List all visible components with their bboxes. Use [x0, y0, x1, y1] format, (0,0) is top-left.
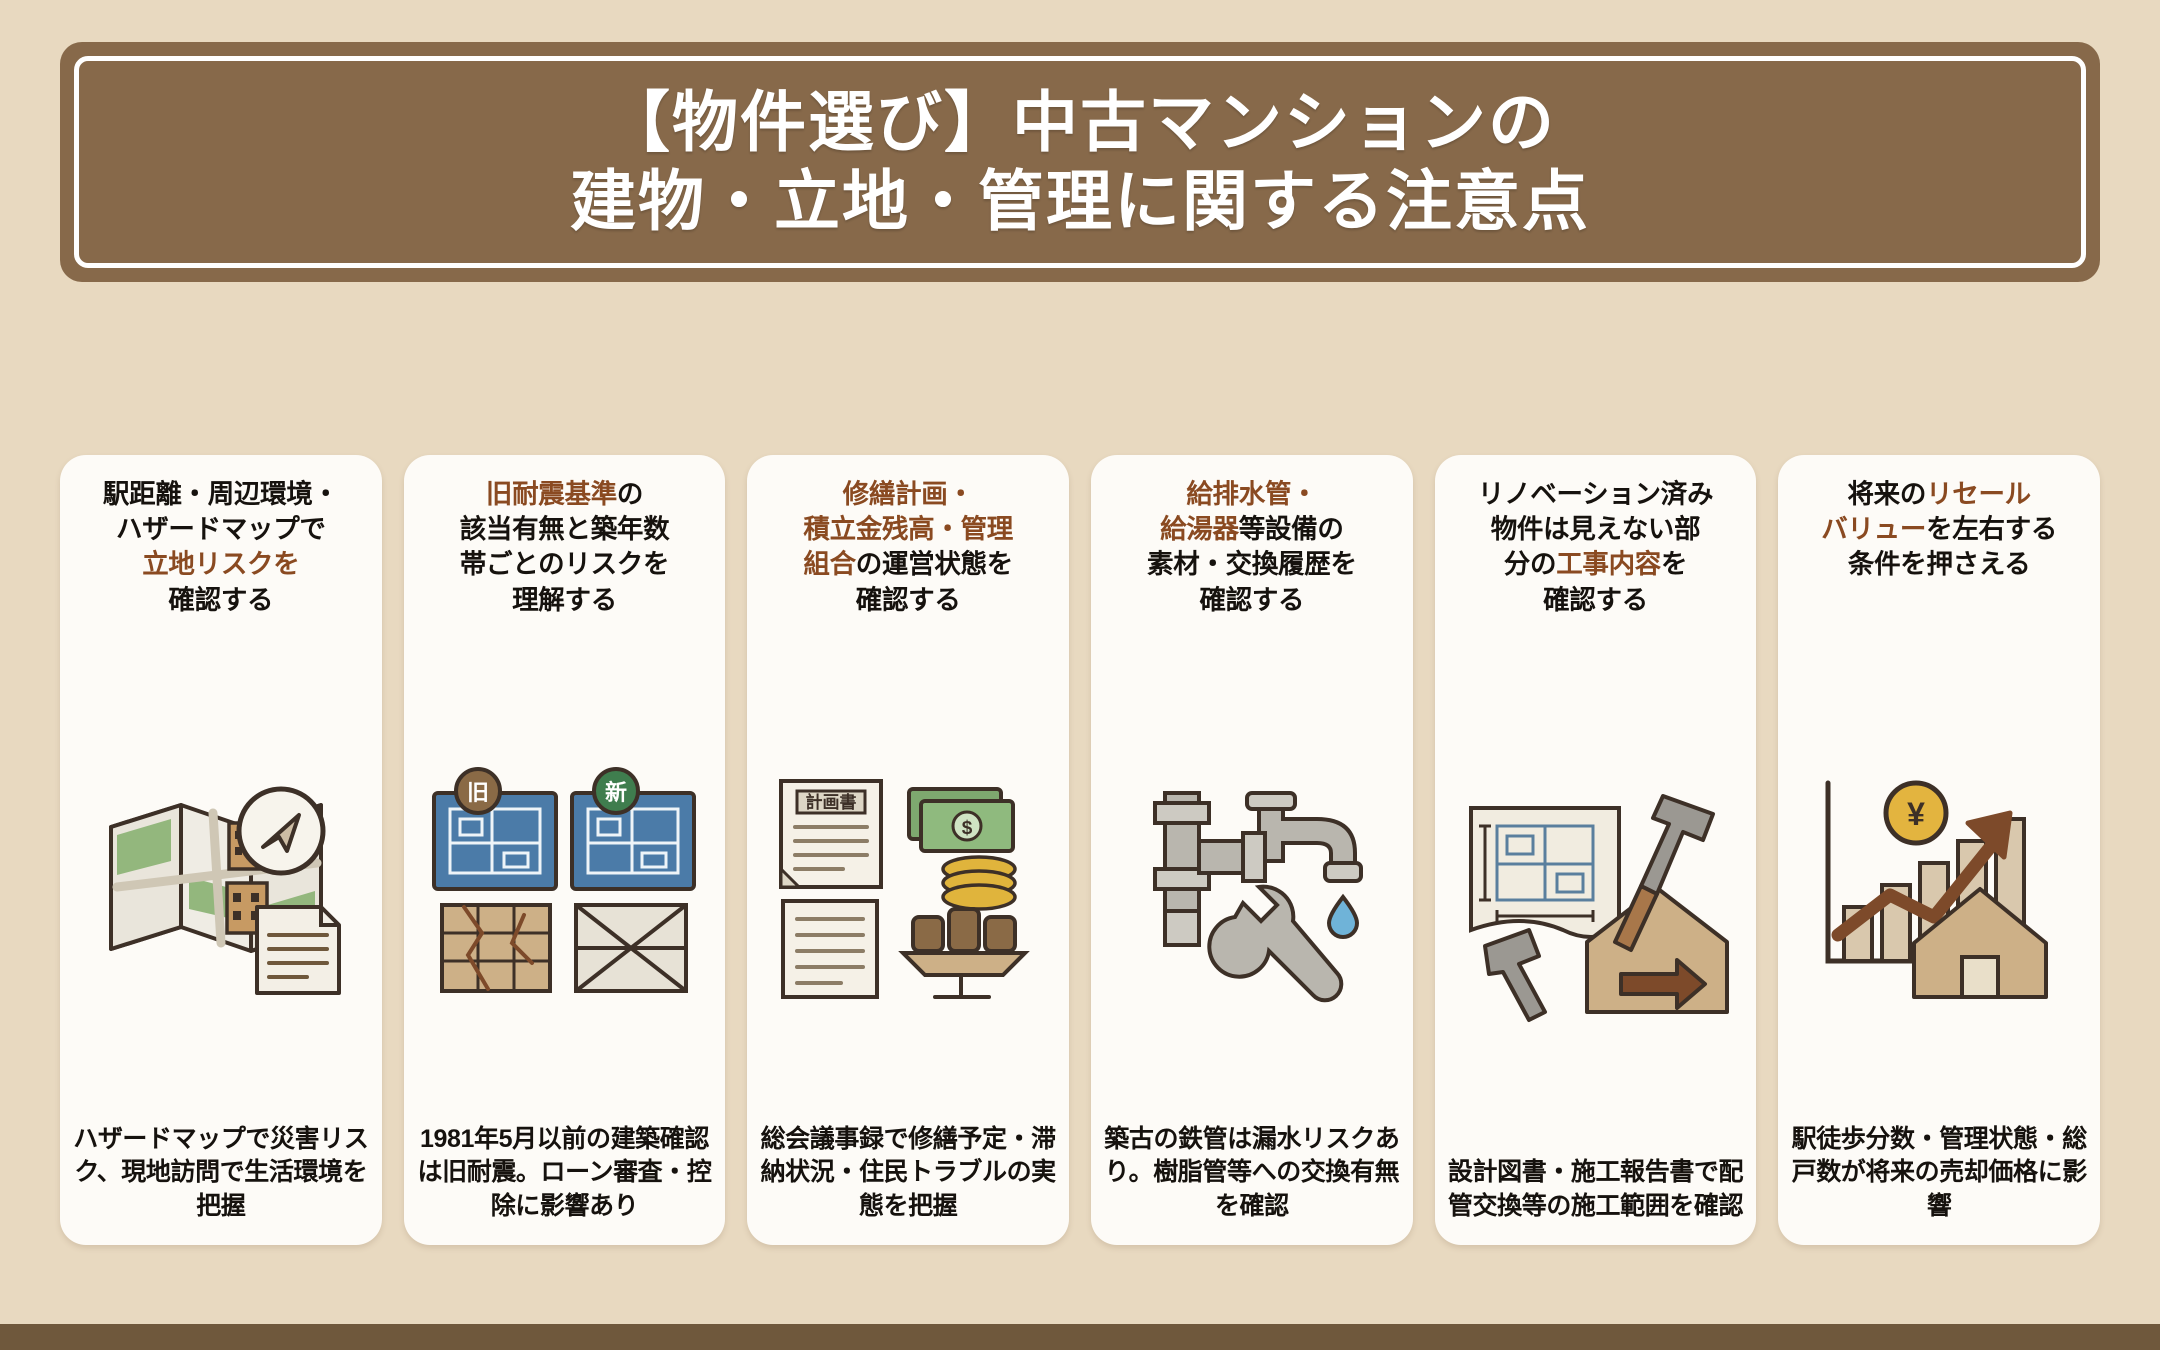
card-title-repair-plan: 修繕計画・ 積立金残高・管理 組合の運営状態を 確認する [803, 477, 1013, 637]
badge-dollar: $ [962, 818, 973, 839]
illustration-hazard-map [70, 637, 372, 1123]
title-plain: 分の [1503, 549, 1557, 580]
badge-old: 旧 [466, 780, 488, 805]
arrow-right-icon [1618, 957, 1707, 1010]
title-line: 将来のリセール [1821, 477, 2057, 512]
card-repair-plan[interactable]: 修繕計画・ 積立金残高・管理 組合の運営状態を 確認する 計画書 [747, 455, 1070, 1245]
title-line: 組合の運営状態を [803, 547, 1013, 582]
title-line: 条件を押さえる [1847, 549, 2031, 580]
illustration-renovation [1445, 637, 1747, 1156]
title-plain: を左右する [1926, 514, 2058, 545]
card-footer-repair-plan: 総会議事録で修繕予定・滞納状況・住民トラブルの実態を把握 [760, 1124, 1057, 1220]
title-line: 給湯器等設備の [1147, 512, 1357, 547]
cards-row: 駅距離・周辺環境・ ハザードマップで 立地リスクを 確認する [60, 455, 2101, 1245]
title-line: 分の工事内容を [1478, 547, 1713, 582]
yen-coin-icon: ¥ [1883, 780, 1949, 846]
title-line-highlight: 積立金残高・管理 [803, 514, 1013, 545]
document-icon [254, 904, 341, 995]
growth-chart-house-icon: ¥ [1825, 780, 2049, 999]
title-highlight: 組合 [803, 549, 856, 580]
illustration-resale-value: ¥ [1788, 637, 2090, 1123]
blueprint-hammer-house-icon [1468, 793, 1729, 1022]
wrench-icon [1207, 884, 1344, 1003]
title-line: ハザードマップで [116, 514, 326, 545]
card-location-risk[interactable]: 駅距離・周辺環境・ ハザードマップで 立地リスクを 確認する [60, 455, 382, 1245]
title-plain: 将来の [1847, 479, 1927, 509]
card-seismic-standard[interactable]: 旧耐震基準の 該当有無と築年数 帯ごとのリスクを 理解する [403, 455, 726, 1245]
faucet-pipe-wrench-icon [1152, 790, 1363, 1003]
hazard-map-icon [108, 786, 341, 995]
title-line-highlight: 立地リスクを [142, 549, 300, 580]
card-title-renovation: リノベーション済み 物件は見えない部 分の工事内容を 確認する [1477, 477, 1714, 637]
hammer-icon [1612, 793, 1715, 952]
card-footer-seismic-standard: 1981年5月以前の建築確認は旧耐震。ローン審査・控除に影響あり [417, 1124, 712, 1220]
title-line: 駅距離・周辺環境・ [102, 479, 339, 509]
title-line: 理解する [512, 584, 617, 615]
title-highlight: バリュー [1821, 514, 1927, 545]
hammer-icon [1482, 927, 1547, 1022]
card-title-resale-value: 将来のリセール バリューを左右する 条件を押さえる [1821, 477, 2057, 637]
title-line: 旧耐震基準の [460, 477, 670, 512]
card-title-seismic-standard: 旧耐震基準の 該当有無と築年数 帯ごとのリスクを 理解する [460, 477, 670, 637]
card-footer-renovation: 設計図書・施工報告書で配管交換等の施工範囲を確認 [1447, 1158, 1744, 1220]
illustration-plan-money: 計画書 $ [757, 637, 1059, 1123]
card-plumbing[interactable]: 給排水管・ 給湯器等設備の 素材・交換履歴を 確認する [1091, 455, 1413, 1245]
badge-yen: ¥ [1907, 796, 1925, 832]
title-line: 素材・交換履歴を [1147, 549, 1357, 580]
old-new-blueprint-icon: 旧 新 [431, 766, 696, 993]
header-banner: 【物件選び】中古マンションの 建物・立地・管理に関する注意点 [60, 42, 2100, 282]
card-footer-location-risk: ハザードマップで災害リスク、現地訪問で生活環境を把握 [73, 1124, 369, 1220]
title-plain: 等設備の [1238, 514, 1344, 545]
navigation-pin-icon [236, 786, 326, 876]
title-line-highlight: 修繕計画・ [842, 479, 974, 509]
title-highlight: 旧耐震基準 [485, 479, 617, 509]
plan-document-money-icon: 計画書 $ [779, 778, 1031, 999]
title-line: 物件は見えない部 [1490, 514, 1701, 545]
title-line: 該当有無と築年数 [459, 514, 670, 545]
title-plain: を [1661, 549, 1688, 580]
title-line: 確認する [855, 584, 961, 615]
title-line: バリューを左右する [1821, 512, 2057, 547]
header-inner-frame: 【物件選び】中古マンションの 建物・立地・管理に関する注意点 [74, 56, 2086, 268]
title-plain: の運営状態を [855, 549, 1014, 580]
title-highlight: 工事内容 [1556, 549, 1662, 580]
illustration-plumbing [1101, 637, 1403, 1123]
title-line: 確認する [1543, 584, 1648, 615]
badge-new: 新 [604, 780, 626, 805]
title-highlight: 給湯器 [1160, 514, 1239, 545]
title-line: 確認する [168, 584, 274, 615]
title-plain: の [616, 479, 644, 509]
title-line-highlight: 給排水管・ [1186, 479, 1318, 509]
header-title-line1: 【物件選び】中古マンションの [604, 84, 1556, 159]
title-line: リノベーション済み [1477, 479, 1714, 509]
card-resale-value[interactable]: 将来のリセール バリューを左右する 条件を押さえる [1778, 455, 2101, 1245]
bottom-accent-bar [0, 1324, 2160, 1350]
header-title-line2: 建物・立地・管理に関する注意点 [570, 164, 1590, 238]
title-highlight: リセール [1926, 479, 2031, 509]
water-drop-icon [1326, 893, 1359, 939]
card-title-location-risk: 駅距離・周辺環境・ ハザードマップで 立地リスクを 確認する [103, 477, 339, 637]
illustration-old-new-blueprint: 旧 新 [414, 637, 716, 1123]
card-footer-plumbing: 築古の鉄管は漏水リスクあり。樹脂管等への交換有無を確認 [1104, 1124, 1400, 1220]
title-line: 確認する [1199, 584, 1305, 615]
card-footer-resale-value: 駅徒歩分数・管理状態・総戸数が将来の売却価格に影響 [1791, 1124, 2088, 1220]
trend-up-arrow-icon [1831, 810, 2013, 942]
title-line: 帯ごとのリスクを [459, 549, 670, 580]
card-renovation[interactable]: リノベーション済み 物件は見えない部 分の工事内容を 確認する [1434, 455, 1757, 1245]
badge-plan-doc: 計画書 [806, 792, 857, 812]
card-title-plumbing: 給排水管・ 給湯器等設備の 素材・交換履歴を 確認する [1147, 477, 1357, 637]
